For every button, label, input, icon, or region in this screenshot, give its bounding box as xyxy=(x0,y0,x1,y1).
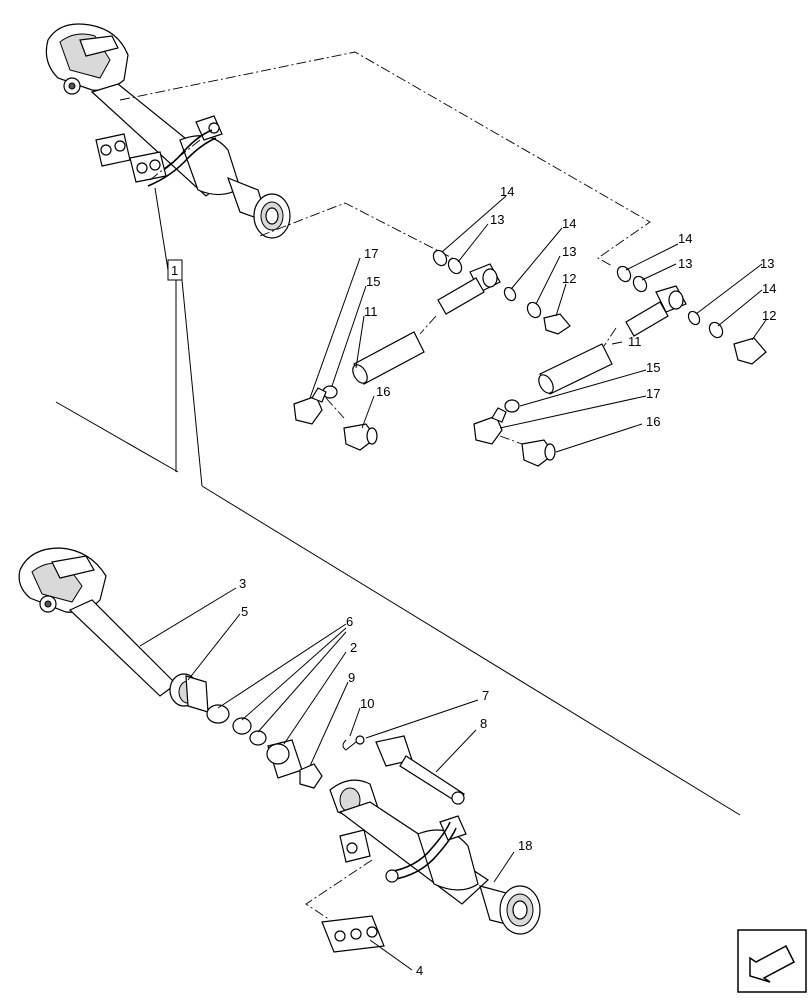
callout-14-d: 14 xyxy=(762,281,776,296)
divider-line-right xyxy=(201,485,741,816)
callout-5: 5 xyxy=(241,604,248,619)
callout-9: 9 xyxy=(348,670,355,685)
block-4-dashed-guide xyxy=(305,859,373,921)
exploded-fittings-right xyxy=(473,265,767,467)
lower-cylinder-assembly xyxy=(18,547,541,953)
callout-2: 2 xyxy=(350,640,357,655)
exploded-fittings-left xyxy=(293,249,571,451)
callout-1: 1 xyxy=(171,263,178,278)
callout-7: 7 xyxy=(482,688,489,703)
callout-17-left: 17 xyxy=(364,246,378,261)
callout-15-right: 15 xyxy=(646,360,660,375)
callout-18: 18 xyxy=(518,838,532,853)
callout-12-left: 12 xyxy=(562,271,576,286)
callout-14-c: 14 xyxy=(678,231,692,246)
item-1-callout xyxy=(154,187,203,487)
callout-16-left: 16 xyxy=(376,384,390,399)
callout-3: 3 xyxy=(239,576,246,591)
callout-15-left: 15 xyxy=(366,274,380,289)
divider-line-left xyxy=(55,401,179,473)
upper-callout-leaders xyxy=(309,195,767,453)
callout-14-b: 14 xyxy=(562,216,576,231)
callout-14-a: 14 xyxy=(500,184,514,199)
callout-4: 4 xyxy=(416,963,423,978)
lower-callout-leaders xyxy=(139,587,515,971)
upper-cylinder-assembly xyxy=(45,23,291,239)
callout-13-d: 13 xyxy=(760,256,774,271)
callout-13-c: 13 xyxy=(678,256,692,271)
callout-labels: 1 2 3 4 5 6 7 8 9 10 11 11 12 12 13 13 1… xyxy=(171,184,776,978)
callout-16-right: 16 xyxy=(646,414,660,429)
callout-12-right: 12 xyxy=(762,308,776,323)
arrow-back-icon[interactable] xyxy=(737,929,807,993)
callout-6: 6 xyxy=(346,614,353,629)
callout-11-left: 11 xyxy=(364,304,378,319)
callout-10: 10 xyxy=(360,696,374,711)
callout-13-a: 13 xyxy=(490,212,504,227)
callout-13-b: 13 xyxy=(562,244,576,259)
callout-8: 8 xyxy=(480,716,487,731)
callout-11-right: 11 xyxy=(628,334,642,349)
callout-17-right: 17 xyxy=(646,386,660,401)
